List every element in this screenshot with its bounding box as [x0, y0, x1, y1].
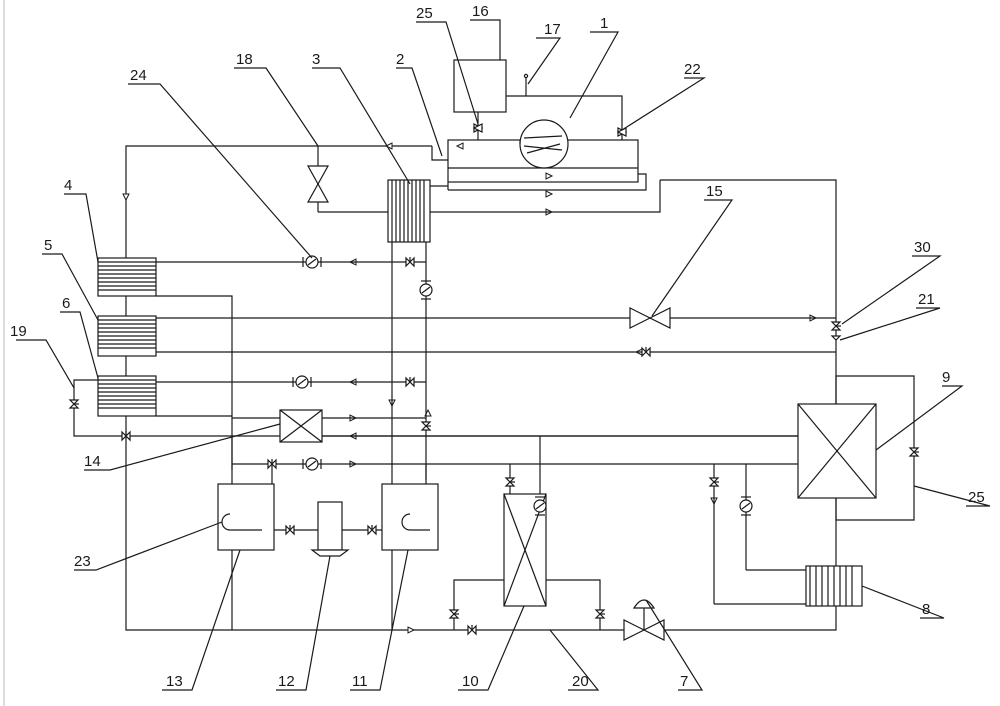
label-18: 18 — [236, 51, 253, 68]
label-17: 17 — [544, 21, 561, 38]
label-25-right: 25 — [968, 489, 985, 506]
label-30: 30 — [914, 239, 931, 256]
label-13: 13 — [166, 673, 183, 690]
label-20: 20 — [572, 673, 589, 690]
label-8: 8 — [922, 601, 930, 618]
stop-valves — [68, 256, 920, 636]
label-19: 19 — [10, 323, 27, 340]
label-3: 3 — [312, 51, 320, 68]
compressor-unit — [447, 59, 647, 191]
label-25-top: 25 — [416, 5, 433, 22]
tank-11 — [381, 464, 439, 551]
coil-6 — [73, 375, 426, 437]
flow-meters — [292, 255, 753, 516]
coil-4 — [97, 257, 426, 470]
label-10: 10 — [462, 673, 479, 690]
label-6: 6 — [62, 295, 70, 312]
condenser-3 — [387, 179, 448, 630]
label-22: 22 — [684, 61, 701, 78]
exchanger-14 — [279, 409, 323, 443]
coil-8 — [805, 565, 863, 607]
tank-13 — [217, 464, 275, 551]
exchanger-9 — [797, 375, 915, 521]
label-23: 23 — [74, 553, 91, 570]
label-14: 14 — [84, 453, 101, 470]
label-11: 11 — [352, 673, 368, 690]
leader-lines — [16, 19, 991, 691]
flow-arrows — [122, 142, 818, 634]
label-12: 12 — [278, 673, 295, 690]
middle-pipes — [231, 307, 806, 630]
label-15: 15 — [706, 183, 723, 200]
label-16: 16 — [472, 3, 489, 20]
label-5: 5 — [44, 237, 52, 254]
callout-labels: 1 2 3 4 5 6 7 8 9 10 11 12 13 14 15 16 1… — [10, 3, 985, 690]
expansion-valve-18 — [306, 146, 661, 213]
coil-5 — [97, 315, 836, 357]
control-valve-7 — [623, 599, 665, 641]
label-9: 9 — [942, 369, 950, 386]
label-21: 21 — [918, 291, 935, 308]
label-7: 7 — [680, 673, 688, 690]
label-1: 1 — [600, 15, 608, 32]
label-24: 24 — [130, 67, 147, 84]
pump-12 — [274, 501, 382, 557]
label-4: 4 — [64, 177, 72, 194]
exchanger-10 — [453, 493, 601, 630]
label-2: 2 — [396, 51, 404, 68]
